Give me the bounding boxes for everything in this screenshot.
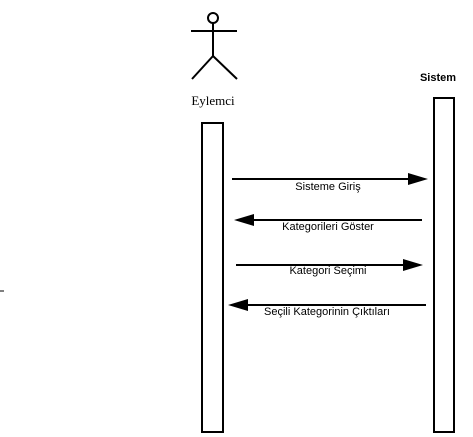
message-label-2: Kategorileri Göster	[282, 221, 374, 233]
actor-icon	[191, 12, 238, 80]
actor-activation-bar	[201, 122, 224, 433]
message-label-4: Seçili Kategorinin Çıktıları	[264, 306, 390, 318]
message-label-1: Sisteme Giriş	[295, 181, 361, 193]
message-arrow-1	[232, 173, 428, 185]
actor-head	[207, 12, 219, 24]
actor-left-leg	[191, 55, 214, 80]
system-activation-bar	[433, 97, 455, 433]
message-arrow-2	[234, 214, 422, 226]
message-label-3: Kategori Seçimi	[289, 265, 366, 277]
actor-right-leg	[212, 55, 238, 80]
message-arrow-4	[228, 299, 426, 311]
system-label: Sistem	[420, 72, 456, 84]
message-arrow-3	[236, 259, 423, 271]
actor-label: Eylemci	[191, 93, 235, 108]
